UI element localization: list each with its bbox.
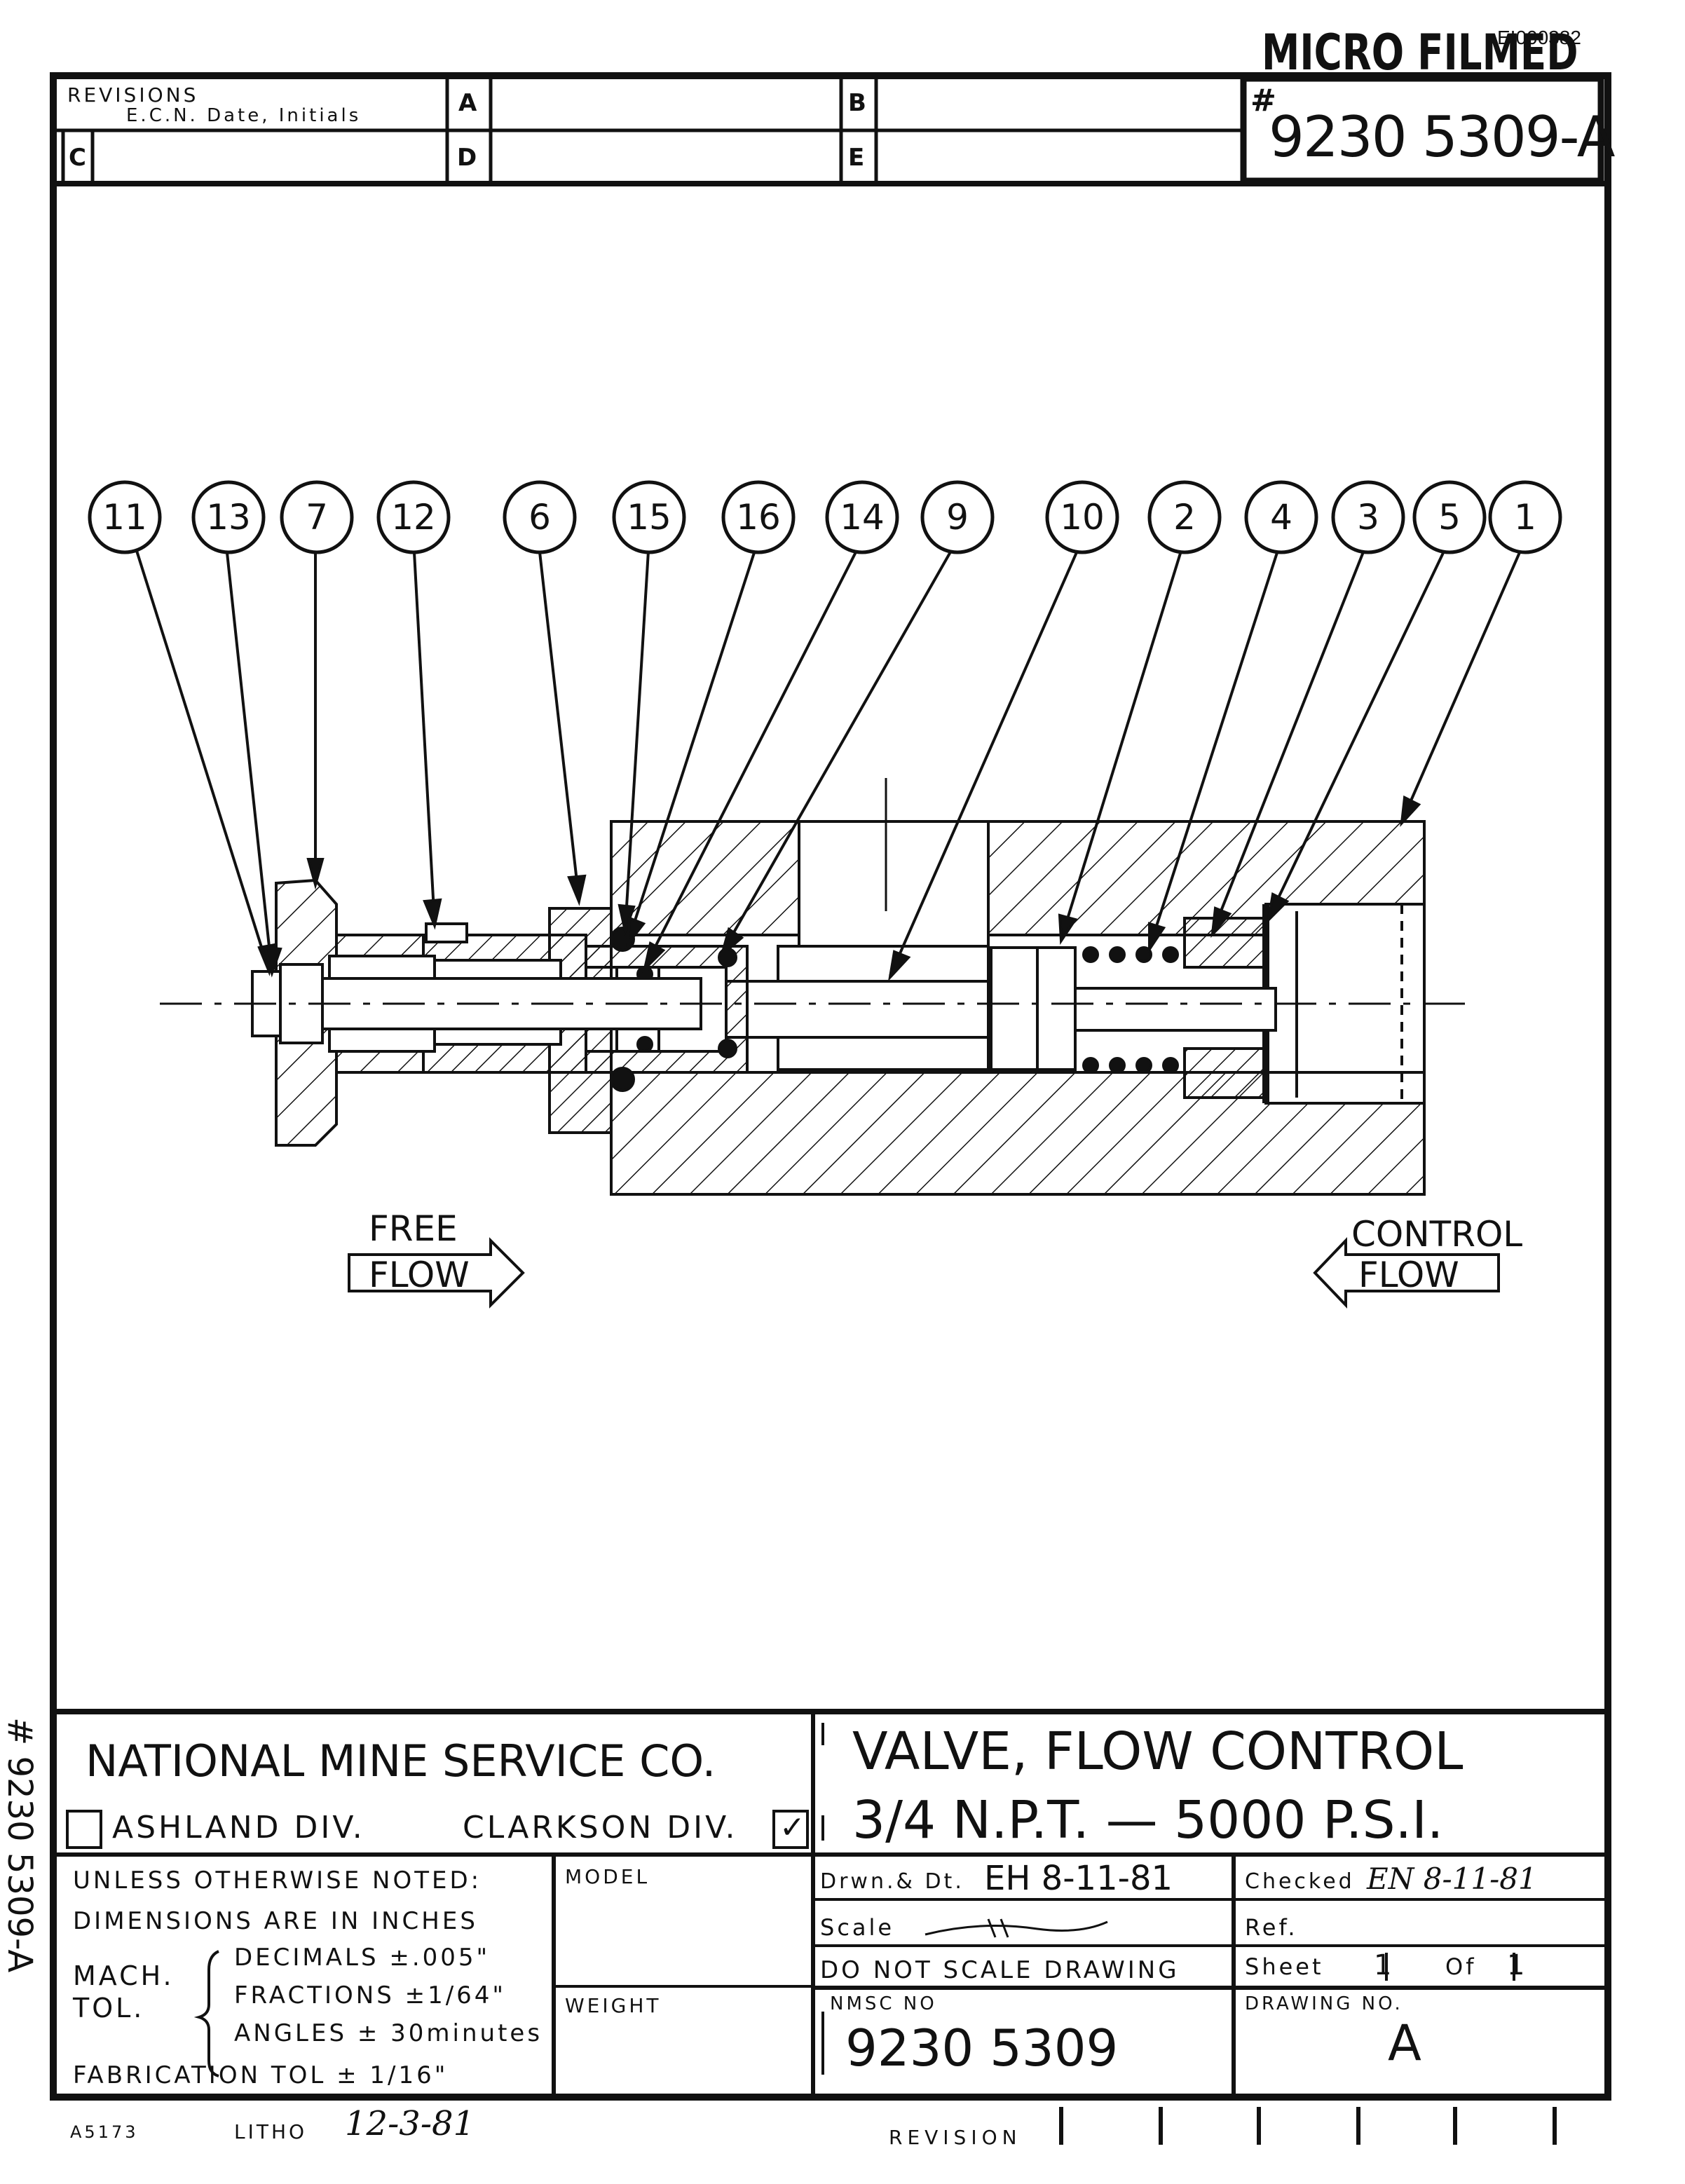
of-label: Of bbox=[1445, 1953, 1477, 1980]
sheet-value: 1 bbox=[1374, 1949, 1392, 1981]
revision-label: REVISION bbox=[889, 2126, 1022, 2149]
revision-cell-b: B bbox=[848, 89, 869, 117]
callout-9: 9 bbox=[946, 497, 969, 538]
scale-label: Scale bbox=[820, 1914, 895, 1941]
litho-value: 12-3-81 bbox=[345, 2104, 475, 2143]
model-label: MODEL bbox=[565, 1865, 650, 1888]
company-name: NATIONAL MINE SERVICE CO. bbox=[86, 1735, 716, 1787]
do-not-scale-note: DO NOT SCALE DRAWING bbox=[820, 1956, 1180, 1984]
litho-label: LITHO bbox=[234, 2120, 308, 2143]
revisions-grid bbox=[53, 75, 1604, 184]
revision-cell-d: D bbox=[457, 144, 480, 172]
part-title-line2: 3/4 N.P.T. — 5000 P.S.I. bbox=[852, 1790, 1444, 1850]
valve-section bbox=[160, 778, 1465, 1196]
division-clarkson: CLARKSON DIV. bbox=[463, 1810, 738, 1845]
tolerance-angles: ANGLES ± 30minutes bbox=[234, 2019, 543, 2047]
sheet-label: Sheet bbox=[1245, 1953, 1324, 1980]
drawing-number-box: 9230 5309-A bbox=[1269, 104, 1615, 170]
revisions-subtitle: E.C.N. Date, Initials bbox=[126, 105, 362, 126]
revision-cell-a: A bbox=[458, 89, 480, 117]
tolerance-note-line1: UNLESS OTHERWISE NOTED: bbox=[73, 1866, 482, 1895]
drawn-value: EH 8-11-81 bbox=[984, 1859, 1173, 1898]
callout-15: 15 bbox=[627, 497, 671, 538]
flow-arrows bbox=[348, 1237, 1500, 1309]
division-ashland: ASHLAND DIV. bbox=[112, 1810, 365, 1845]
drawing-no-value: A bbox=[1388, 2014, 1421, 2072]
form-code: A5173 bbox=[70, 2122, 139, 2142]
of-value: 1 bbox=[1507, 1949, 1525, 1981]
free-flow-line1: FREE bbox=[369, 1208, 458, 1249]
nmsc-value: 9230 5309 bbox=[845, 2019, 1119, 2077]
callout-6: 6 bbox=[528, 497, 551, 538]
callout-13: 13 bbox=[206, 497, 251, 538]
callout-3: 3 bbox=[1357, 497, 1379, 538]
tolerance-note-line2: DIMENSIONS ARE IN INCHES bbox=[73, 1907, 478, 1935]
callout-2: 2 bbox=[1173, 497, 1196, 538]
control-flow-line1: CONTROL bbox=[1351, 1214, 1523, 1255]
callout-5: 5 bbox=[1438, 497, 1461, 538]
nmsc-label: NMSC NO bbox=[830, 1993, 937, 2014]
callout-11: 11 bbox=[102, 497, 147, 538]
checked-value: EN 8-11-81 bbox=[1367, 1862, 1537, 1896]
callout-14: 14 bbox=[840, 497, 885, 538]
part-title-line1: VALVE, FLOW CONTROL bbox=[852, 1721, 1464, 1782]
revision-cell-c: C bbox=[69, 144, 89, 172]
callout-12: 12 bbox=[391, 497, 436, 538]
mach-tol-line1: MACH. bbox=[73, 1960, 175, 1991]
drawn-label: Drwn.& Dt. bbox=[820, 1869, 964, 1894]
leader-lines bbox=[132, 539, 1527, 982]
callout-4: 4 bbox=[1270, 497, 1292, 538]
tolerance-decimals: DECIMALS ±.005" bbox=[234, 1944, 491, 1972]
revisions-title: REVISIONS bbox=[67, 83, 199, 107]
drawing-number-hash: # bbox=[1250, 83, 1276, 118]
tolerance-fractions: FRACTIONS ±1/64" bbox=[234, 1981, 507, 2009]
callout-balloons bbox=[88, 480, 1562, 554]
free-flow-line2: FLOW bbox=[369, 1255, 470, 1295]
clarkson-checkmark: ✓ bbox=[779, 1810, 805, 1845]
revision-cell-e: E bbox=[848, 144, 868, 172]
callout-10: 10 bbox=[1060, 497, 1105, 538]
fabrication-tolerance: FABRICATION TOL ± 1/16" bbox=[73, 2061, 449, 2089]
title-block-grid bbox=[53, 1712, 1608, 2097]
callout-1: 1 bbox=[1514, 497, 1536, 538]
ref-label: Ref. bbox=[1245, 1914, 1298, 1941]
callout-16: 16 bbox=[736, 497, 781, 538]
side-drawing-number: # 9230 5309-A bbox=[0, 1717, 39, 1973]
weight-label: WEIGHT bbox=[565, 1994, 662, 2017]
microfilm-stamp: MICRO FILMED bbox=[1262, 24, 1578, 81]
document-id: EI000382 bbox=[1497, 27, 1581, 48]
callout-7: 7 bbox=[306, 497, 328, 538]
revision-ticks bbox=[1059, 2107, 1557, 2145]
mach-tol-line2: TOL. bbox=[73, 1993, 145, 2023]
drawing-no-label: DRAWING NO. bbox=[1245, 1993, 1403, 2014]
checked-label: Checked bbox=[1245, 1869, 1355, 1894]
control-flow-line2: FLOW bbox=[1358, 1255, 1459, 1295]
